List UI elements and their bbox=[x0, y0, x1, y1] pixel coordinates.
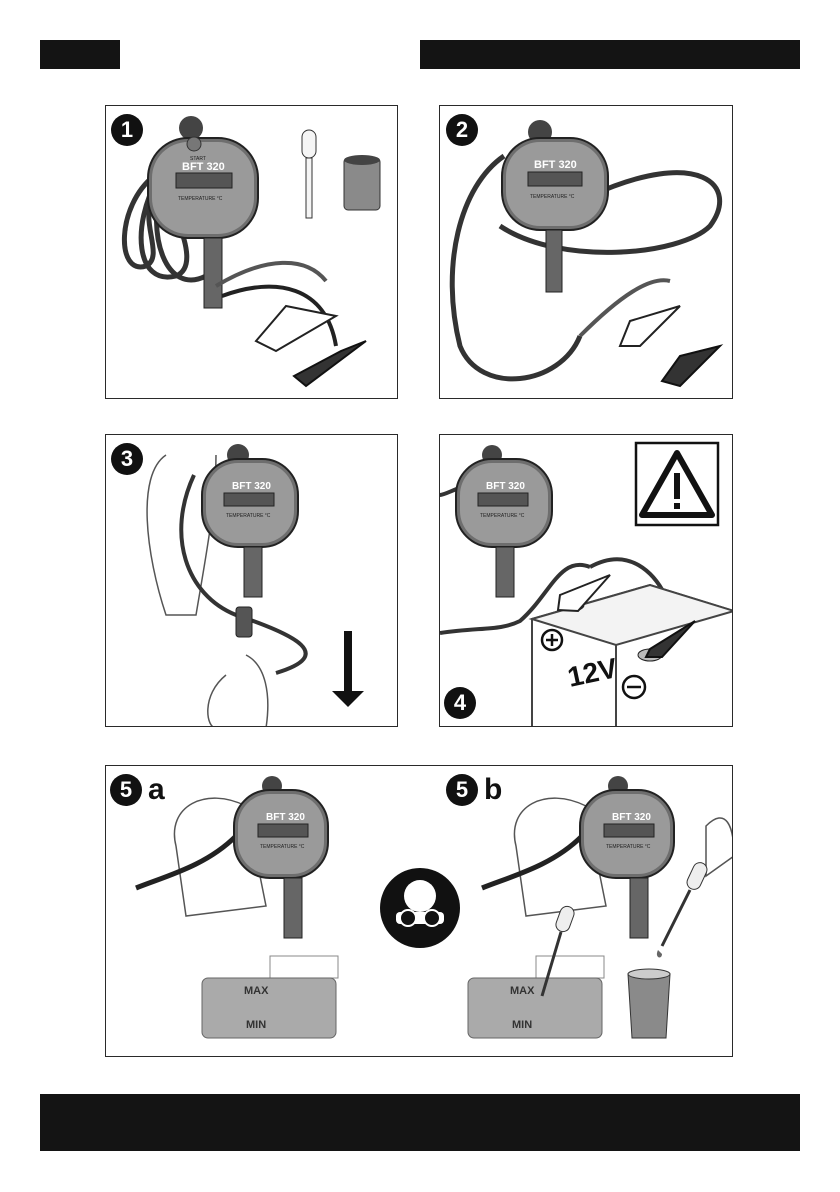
tester-in-hand-5b: BFT 320 TEMPERATURE °C bbox=[482, 776, 674, 938]
max-label: MAX bbox=[510, 985, 535, 997]
tester-cable-uncoiled-illustration: BFT 320 TEMPERATURE °C bbox=[440, 106, 733, 399]
black-clamp bbox=[662, 346, 720, 386]
fluid-reservoir-5b: MAX MIN bbox=[468, 904, 604, 1038]
step-number-badge: 3 bbox=[111, 443, 143, 475]
step-number-badge: 1 bbox=[111, 114, 143, 146]
temperature-label: TEMPERATURE °C bbox=[480, 513, 525, 519]
temperature-label: TEMPERATURE °C bbox=[606, 844, 651, 850]
fluid-cup-icon bbox=[628, 969, 670, 1038]
step-number-badge: 2 bbox=[446, 114, 478, 146]
warning-sign-icon bbox=[636, 443, 718, 525]
connect-to-battery-illustration: BFT 320 TEMPERATURE °C 12V bbox=[440, 435, 733, 727]
temperature-label: TEMPERATURE °C bbox=[226, 513, 271, 519]
temperature-label: TEMPERATURE °C bbox=[178, 196, 223, 202]
device-model-label: BFT 320 bbox=[486, 481, 525, 492]
panel-step-1: 1 START BFT 320 TEMPERATURE °C bbox=[105, 105, 398, 399]
fluid-cup-icon bbox=[344, 158, 380, 210]
hand-pulling-cable bbox=[208, 655, 268, 727]
device-model-label: BFT 320 bbox=[182, 161, 225, 173]
temperature-label: TEMPERATURE °C bbox=[260, 844, 305, 850]
step-number-badge: 5 bbox=[446, 774, 478, 806]
step-suffix: a bbox=[148, 774, 165, 806]
device-model-label: BFT 320 bbox=[612, 812, 651, 823]
tester-device: BFT 320 TEMPERATURE °C bbox=[502, 120, 608, 292]
min-label: MIN bbox=[512, 1019, 532, 1031]
header-bar-right bbox=[420, 40, 800, 69]
max-label: MAX bbox=[244, 985, 269, 997]
tester-device: BFT 320 TEMPERATURE °C bbox=[456, 445, 552, 597]
panel-step-2: 2 BFT 320 TEMPERATURE °C bbox=[439, 105, 733, 399]
header-bar-left bbox=[40, 40, 120, 69]
wear-eye-protection-icon bbox=[380, 868, 460, 948]
device-model-label: BFT 320 bbox=[534, 159, 577, 171]
unwind-cable-illustration: BFT 320 TEMPERATURE °C bbox=[106, 435, 398, 727]
min-label: MIN bbox=[246, 1019, 266, 1031]
tester-with-pipette-illustration: START BFT 320 TEMPERATURE °C bbox=[106, 106, 398, 399]
down-arrow-icon bbox=[344, 631, 352, 695]
device-model-label: BFT 320 bbox=[266, 812, 305, 823]
pipette-icon bbox=[302, 130, 316, 158]
red-clamp bbox=[256, 306, 336, 351]
panel-step-5: 5 a 5 b BFT 320 TEMPERATURE °C MAX MIN bbox=[105, 765, 733, 1057]
measure-brake-fluid-illustration: BFT 320 TEMPERATURE °C MAX MIN BFT 320 bbox=[106, 766, 733, 1057]
tester-device: BFT 320 TEMPERATURE °C bbox=[202, 444, 298, 597]
step-number-badge: 5 bbox=[110, 774, 142, 806]
device-model-label: BFT 320 bbox=[232, 481, 271, 492]
black-clamp bbox=[294, 341, 366, 386]
step-number-badge: 4 bbox=[444, 687, 476, 719]
panel-step-4: BFT 320 TEMPERATURE °C 12V 4 bbox=[439, 434, 733, 727]
panel-step-3: 3 BFT 320 TEMPERATURE °C bbox=[105, 434, 398, 727]
fluid-reservoir-5a: MAX MIN bbox=[202, 956, 338, 1038]
footer-bar bbox=[40, 1094, 800, 1151]
temperature-label: TEMPERATURE °C bbox=[530, 194, 575, 200]
red-clamp bbox=[620, 306, 680, 346]
step-suffix: b bbox=[484, 774, 502, 806]
